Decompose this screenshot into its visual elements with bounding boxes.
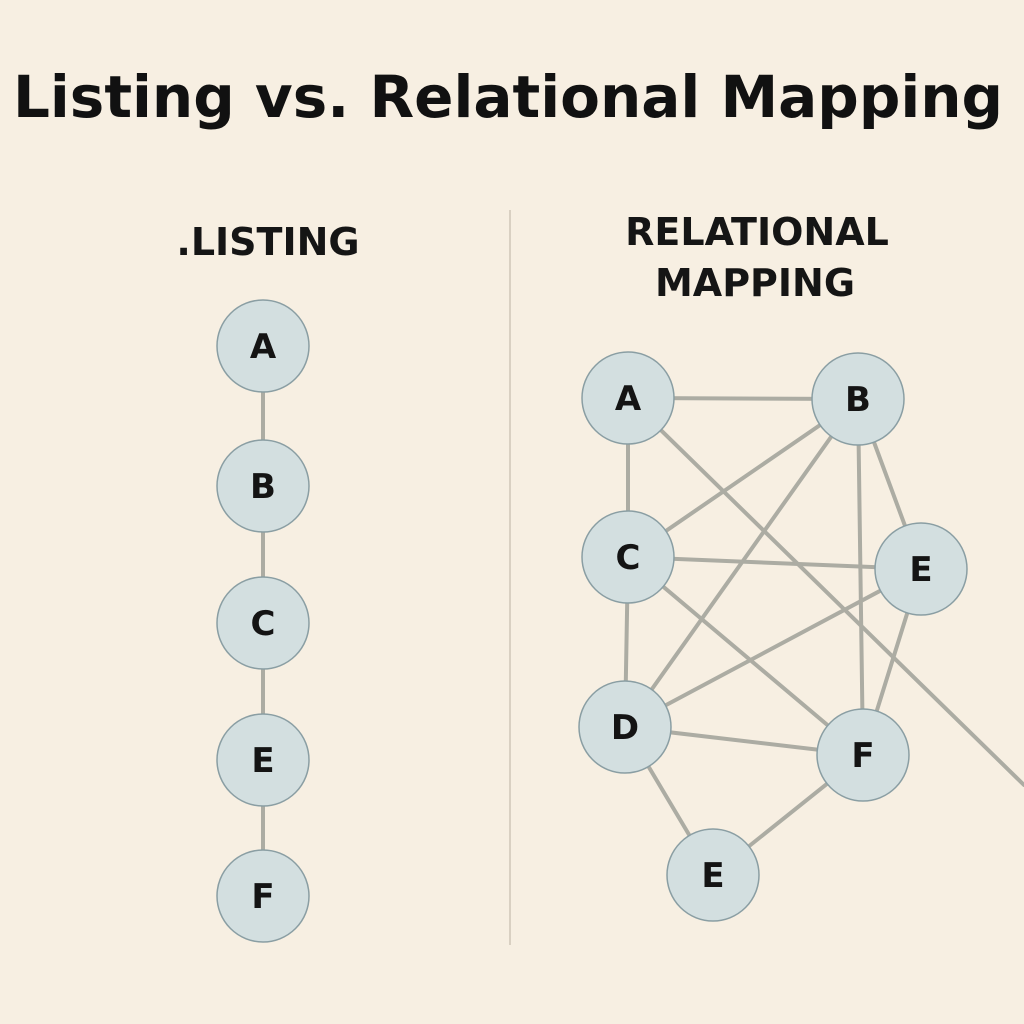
relational-node-label: E bbox=[701, 856, 724, 896]
relational-node-circle bbox=[816, 708, 910, 802]
relational-node-label: C bbox=[616, 538, 641, 578]
listing-node-circle bbox=[216, 299, 310, 393]
page-title: Listing vs. Relational Mapping bbox=[13, 63, 1003, 131]
relational-node-b: B bbox=[811, 352, 905, 446]
relational-node-f: F bbox=[816, 708, 910, 802]
relational-node-circle bbox=[578, 680, 672, 774]
relational-node-label: E bbox=[909, 550, 932, 590]
relational-edge-e-d bbox=[623, 567, 923, 729]
relational-node-e: E bbox=[874, 522, 968, 616]
listing-node-circle bbox=[216, 849, 310, 943]
relational-node-d: D bbox=[578, 680, 672, 774]
listing-node-b: B bbox=[216, 439, 310, 533]
listing-node-c: C bbox=[216, 576, 310, 670]
relational-node-circle bbox=[874, 522, 968, 616]
relational-node-circle bbox=[666, 828, 760, 922]
listing-node-label: B bbox=[250, 467, 276, 507]
relational-node-label: A bbox=[615, 379, 642, 419]
relational-edge-b-f bbox=[856, 397, 865, 757]
relational-edge-c-f bbox=[626, 555, 865, 757]
relational-nodes: A B C E D F E bbox=[578, 351, 968, 922]
listing-node-f: F bbox=[216, 849, 310, 943]
listing-node-e: E bbox=[216, 713, 310, 807]
relational-node-label: D bbox=[611, 708, 639, 748]
listing-node-circle bbox=[216, 713, 310, 807]
listing-node-circle bbox=[216, 576, 310, 670]
relational-edge-a-offscreen bbox=[626, 396, 1024, 787]
listing-node-label: A bbox=[250, 327, 277, 367]
relational-node-e2: E bbox=[666, 828, 760, 922]
relational-heading-line2: MAPPING bbox=[655, 261, 855, 305]
relational-edges bbox=[623, 396, 1024, 877]
listing-nodes: A B C E F bbox=[216, 299, 310, 943]
relational-node-c: C bbox=[581, 510, 675, 604]
relational-node-circle bbox=[581, 351, 675, 445]
relational-node-a: A bbox=[581, 351, 675, 445]
relational-node-label: B bbox=[845, 380, 871, 420]
listing-node-a: A bbox=[216, 299, 310, 393]
listing-node-label: E bbox=[251, 741, 274, 781]
listing-node-label: F bbox=[251, 877, 274, 917]
relational-node-circle bbox=[811, 352, 905, 446]
listing-heading: .LISTING bbox=[176, 220, 359, 264]
relational-edge-c-e bbox=[626, 555, 923, 571]
relational-heading-line1: RELATIONAL bbox=[625, 210, 889, 254]
relational-node-label: F bbox=[851, 736, 874, 776]
relational-node-circle bbox=[581, 510, 675, 604]
listing-node-circle bbox=[216, 439, 310, 533]
listing-node-label: C bbox=[251, 604, 276, 644]
